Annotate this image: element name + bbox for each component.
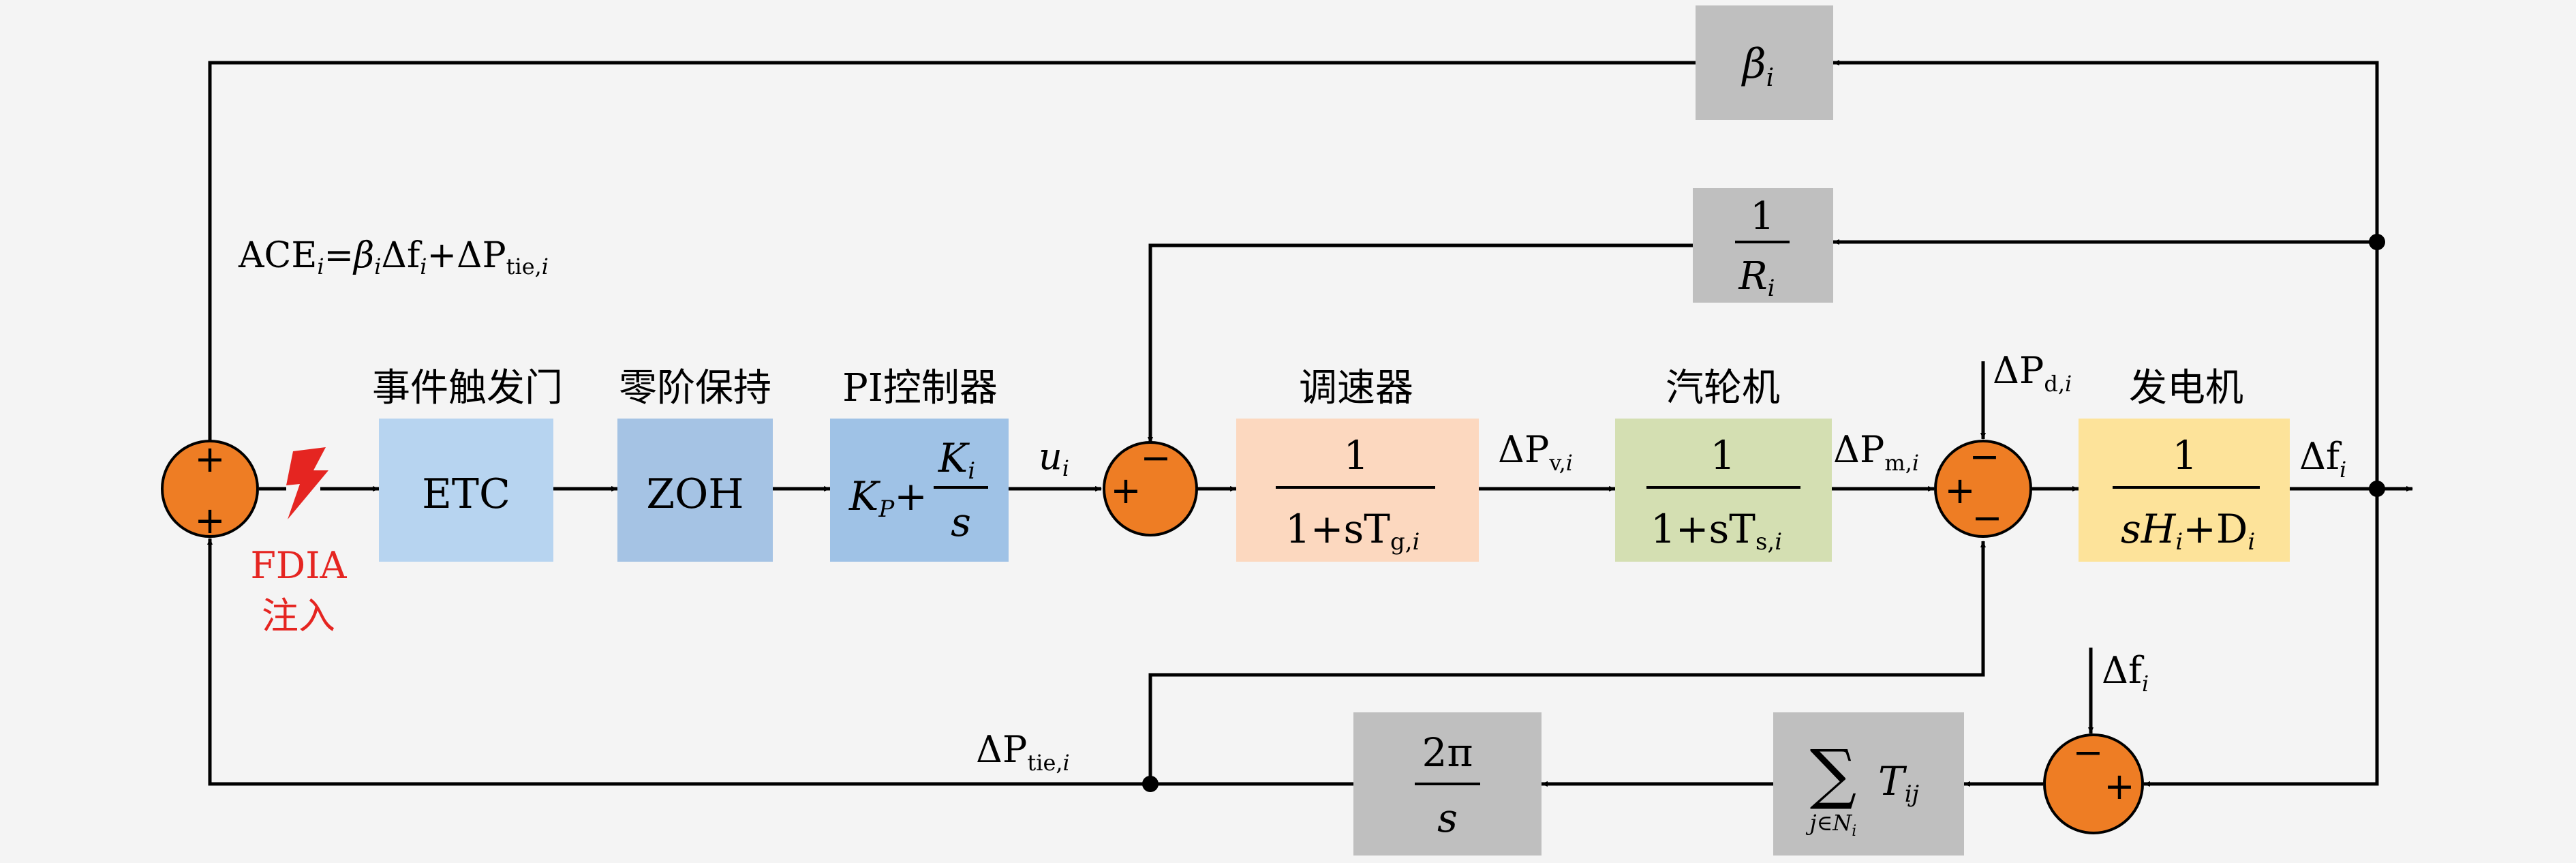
sign-left: + [1110, 469, 1141, 512]
sign-bottom: − [1972, 496, 2002, 539]
pi-ki: Ki [938, 435, 975, 485]
block-tie-sum: ∑ Tij j∈Ni [1773, 712, 1964, 856]
generator-numerator: 1 [2173, 432, 2198, 479]
summer-control: − + [1103, 436, 1198, 536]
sum-range: j∈Ni [1806, 810, 1857, 840]
governor-numerator: 1 [1344, 432, 1369, 479]
sign-bottom: + [194, 499, 225, 542]
wire-r-to-sum2 [1148, 243, 1693, 444]
pi-s: s [951, 499, 971, 545]
pi-title: PI控制器 [842, 366, 998, 410]
wires [207, 60, 2413, 787]
block-governor: 1 1+sTg,i [1236, 419, 1479, 562]
wire-df-to-sum4 [2143, 487, 2379, 787]
fdia-label-1: FDIA [250, 544, 347, 587]
block-2pi-over-s: 2π s [1353, 712, 1542, 856]
wire-node-to-sum1 [207, 538, 1150, 786]
block-pi-controller: KP+ Ki s [830, 419, 1009, 562]
2pi-numerator: 2π [1422, 729, 1473, 776]
block-beta: βi [1696, 5, 1833, 120]
beta-label: βi [1741, 40, 1774, 92]
2pi-denominator: s [1437, 795, 1458, 841]
wire-node-to-sum3 [1148, 541, 1986, 784]
pi-expression: KP+ [848, 473, 927, 523]
r-numerator: 1 [1750, 194, 1775, 239]
summer-ace: + + [161, 438, 259, 542]
summer-tie: − + [2043, 731, 2144, 834]
generator-denominator: sHi+Di [2121, 506, 2255, 556]
sum-term: Tij [1878, 758, 1920, 808]
lightning-icon [286, 447, 328, 519]
wire-df-to-beta [1833, 60, 2379, 487]
block-inverse-r: 1 Ri [1693, 188, 1833, 303]
governor-denominator: 1+sTg,i [1285, 506, 1420, 556]
dpv-label: ΔPv,i [1498, 428, 1573, 476]
branch-node-dptie [1142, 776, 1159, 792]
dpd-label: ΔPd,i [1993, 349, 2072, 397]
summer-power: − + − [1934, 435, 2032, 539]
sign-top: + [194, 438, 225, 481]
block-zoh: ZOH [617, 419, 773, 562]
turbine-denominator: 1+sTs,i [1651, 506, 1782, 556]
zoh-label: ZOH [646, 470, 743, 518]
dpm-label: ΔPm,i [1833, 428, 1919, 476]
branch-node-df-out [2369, 481, 2385, 497]
u-label: ui [1039, 435, 1069, 481]
turbine-title: 汽轮机 [1666, 366, 1780, 410]
sum-symbol: ∑ [1810, 736, 1857, 812]
zoh-title: 零阶保持 [619, 366, 771, 410]
block-etc: ETC [379, 419, 553, 562]
r-denominator: Ri [1738, 254, 1775, 302]
branch-node-df-r [2369, 234, 2385, 250]
sign-right: + [2104, 765, 2134, 808]
df-neighbor-label: Δfi [2102, 649, 2149, 697]
sign-top: − [2072, 731, 2103, 774]
ace-equation: ACEi=βiΔfi+ΔPtie,i [238, 235, 549, 279]
sign-top: − [1140, 436, 1171, 479]
block-titles: 事件触发门 零阶保持 PI控制器 调速器 汽轮机 发电机 [372, 366, 2243, 410]
wire-beta-to-ace [207, 61, 1696, 464]
signal-labels: ui ΔPv,i ΔPm,i ΔPd,i Δfi Δfi ΔPtie,i [976, 349, 2346, 776]
fdia-label-2: 注入 [262, 594, 335, 637]
turbine-numerator: 1 [1711, 432, 1736, 479]
governor-title: 调速器 [1299, 366, 1413, 410]
fdia-attack: FDIA 注入 [250, 447, 348, 637]
etc-label: ETC [422, 470, 510, 518]
etc-title: 事件触发门 [372, 366, 563, 410]
block-turbine: 1 1+sTs,i [1615, 419, 1832, 562]
dptie-label: ΔPtie,i [976, 728, 1070, 776]
sign-left: + [1944, 469, 1975, 512]
block-generator: 1 sHi+Di [2079, 419, 2290, 562]
generator-title: 发电机 [2129, 366, 2243, 410]
sign-top: − [1969, 435, 1999, 478]
df-output-label: Δfi [2299, 435, 2346, 483]
